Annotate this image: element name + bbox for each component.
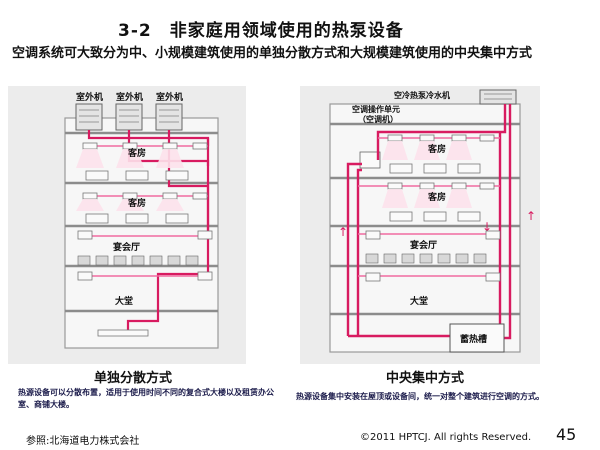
copyright-text: ©2011 HPTCJ. All rights Reserved. <box>360 432 532 443</box>
chiller-label: 空冷热泵冷水机 <box>394 90 450 100</box>
right-floor-banquet: 宴会厅 <box>410 239 437 251</box>
right-caption: 中央集中方式 <box>386 371 465 386</box>
right-floor-lobby: 大堂 <box>410 295 428 307</box>
left-floor-guest-1: 客房 <box>127 147 146 159</box>
left-floor-banquet: 宴会厅 <box>113 241 140 253</box>
flow-arrow-right-up: ↑ <box>526 209 536 223</box>
central-system-diagram: 空冷热泵冷水机 空调操作单元 （空调机） ↑ ↓ ↑ 蓄热槽 客房 客房 <box>300 86 540 364</box>
left-floor-guest-2: 客房 <box>127 197 146 209</box>
outdoor-units <box>75 103 183 131</box>
storage-tank <box>449 323 505 353</box>
right-floor-guest-1: 客房 <box>427 143 446 155</box>
page-number: 45 <box>556 425 577 444</box>
outdoor-unit-label-3: 室外机 <box>156 91 183 103</box>
left-note: 热源设备可以分散布置，适用于使用时间不同的复合式大楼以及租赁办公室、商铺大楼。 <box>18 388 274 409</box>
outdoor-unit-label-2: 室外机 <box>116 91 143 103</box>
flow-arrow-down: ↓ <box>482 220 492 234</box>
chiller-unit <box>479 89 517 105</box>
right-note: 热源设备集中安装在屋顶或设备间，统一对整个建筑进行空调的方式。 <box>296 392 544 401</box>
outdoor-unit-label-1: 室外机 <box>76 91 103 103</box>
flow-arrow-up: ↑ <box>338 225 348 239</box>
ahu-label-2: （空调机） <box>358 114 398 124</box>
reference-text: 参照:北海道电力株式会社 <box>26 436 140 447</box>
ahu-unit <box>359 151 381 169</box>
left-caption: 单独分散方式 <box>94 371 173 386</box>
right-floor-guest-2: 客房 <box>427 191 446 203</box>
storage-label: 蓄热槽 <box>460 333 487 345</box>
intro-text: 空调系统可大致分为中、小规模建筑使用的单独分散方式和大规模建筑使用的中央集中方式 <box>12 46 533 61</box>
distributed-system-diagram: 室外机 室外机 室外机 客房 客房 宴会厅 大堂 <box>8 86 246 364</box>
ahu-label-1: 空调操作单元 <box>352 104 400 114</box>
left-floor-lobby: 大堂 <box>115 295 133 307</box>
slide-title: 3-2 非家庭用领域使用的热泵设备 <box>118 21 404 41</box>
